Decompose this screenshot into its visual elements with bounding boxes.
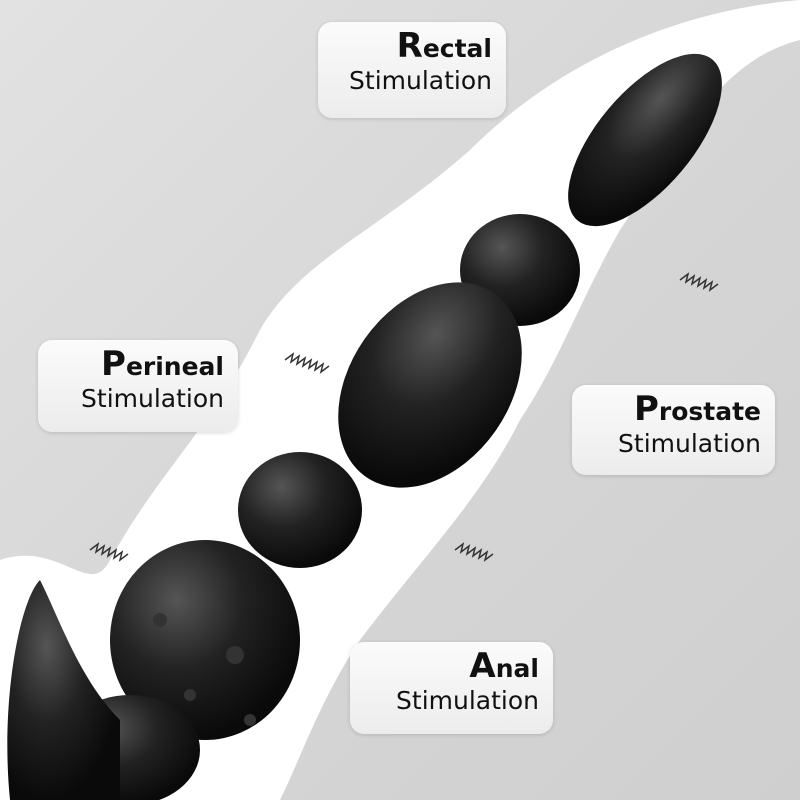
product: [7, 53, 722, 800]
product-dots: [153, 613, 256, 726]
vibration-lines: [89, 272, 719, 562]
label-title: ectal: [422, 34, 492, 63]
label-subtitle: Stimulation: [81, 384, 224, 413]
label-subtitle: Stimulation: [396, 686, 539, 715]
label-subtitle: Stimulation: [618, 429, 761, 458]
label-title: erineal: [125, 352, 224, 381]
label-title: rostate: [658, 397, 761, 426]
label-subtitle: Stimulation: [349, 66, 492, 95]
label-initial: R: [396, 26, 423, 66]
label-rectal: Rectal Stimulation: [318, 22, 506, 118]
label-initial: P: [633, 389, 659, 429]
label-anal: Anal Stimulation: [350, 642, 553, 734]
label-initial: P: [101, 344, 126, 384]
label-prostate: Prostate Stimulation: [572, 385, 775, 475]
label-perineal: Perineal Stimulation: [38, 340, 238, 432]
label-title: nal: [495, 654, 539, 683]
label-initial: A: [469, 646, 496, 686]
